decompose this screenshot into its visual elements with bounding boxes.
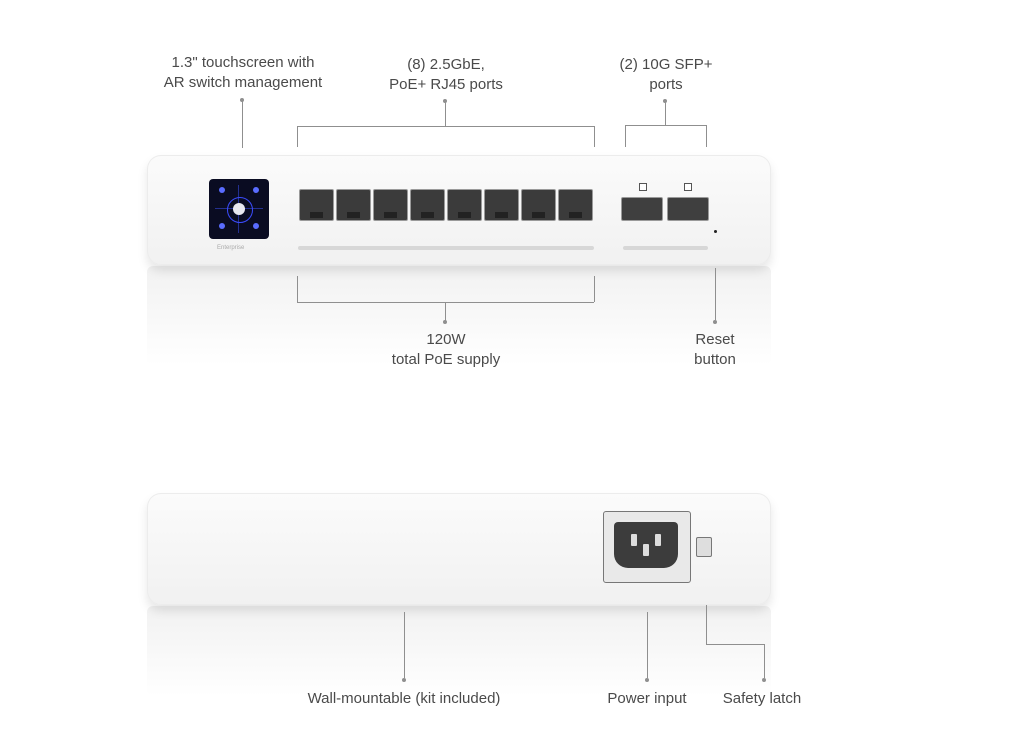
callout-line (625, 125, 626, 147)
rj45-port-icon (336, 189, 371, 221)
rj45-port-icon (410, 189, 445, 221)
label-wall-mount: Wall-mountable (kit included) (307, 690, 501, 707)
reset-button (714, 230, 717, 233)
rj45-port-icon (558, 189, 593, 221)
rj45-port-icon (373, 189, 408, 221)
sfp-led-icon (639, 183, 647, 191)
callout-line (665, 101, 666, 125)
sfp-port-icon (621, 197, 663, 221)
rj45-port-icon (447, 189, 482, 221)
callout-line (242, 100, 243, 148)
callout-dot (443, 320, 447, 324)
rj45-port-icon (484, 189, 519, 221)
callout-dot (713, 320, 717, 324)
brand-mark: Enterprise (217, 245, 245, 251)
callout-line (764, 644, 765, 678)
sfp-port-icon (667, 197, 709, 221)
safety-latch-icon (696, 537, 712, 557)
power-socket-icon (603, 511, 691, 583)
callout-line (715, 268, 716, 320)
callout-line (445, 101, 446, 126)
switch-rear-panel (147, 493, 771, 605)
callout-line (404, 612, 405, 678)
callout-dot (645, 678, 649, 682)
callout-bracket (706, 644, 764, 645)
sfp-led-icon (684, 183, 692, 191)
callout-line (594, 276, 595, 302)
callout-dot (402, 678, 406, 682)
rear-reflection (147, 606, 771, 696)
callout-line (445, 302, 446, 322)
sfp-bar (623, 246, 708, 250)
front-reflection (147, 266, 771, 366)
callout-bracket (625, 125, 707, 126)
callout-line (594, 126, 595, 147)
callout-line (706, 605, 707, 644)
callout-dot (762, 678, 766, 682)
rj45-port-icon (521, 189, 556, 221)
label-safety-latch: Safety latch (722, 690, 802, 707)
touchscreen-icon (209, 179, 269, 239)
callout-line (297, 126, 298, 147)
label-sfp-ports: (2) 10G SFP+ports (619, 56, 713, 93)
label-rj45-ports: (8) 2.5GbE,PoE+ RJ45 ports (389, 56, 503, 93)
rj45-port-icon (299, 189, 334, 221)
callout-bracket (297, 126, 594, 127)
rj45-poe-bar (298, 246, 594, 250)
switch-front-panel: Enterprise (147, 155, 771, 265)
callout-line (706, 125, 707, 147)
callout-line (297, 276, 298, 302)
label-power-input: Power input (607, 690, 687, 707)
callout-line (647, 612, 648, 678)
